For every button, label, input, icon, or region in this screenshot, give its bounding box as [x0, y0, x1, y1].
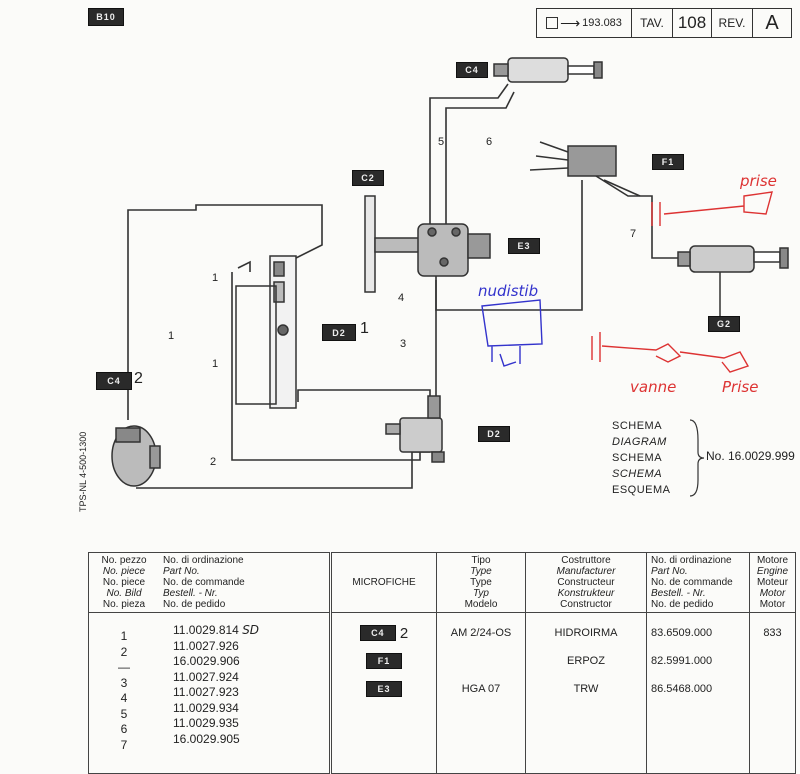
hydraulic-diagram: [111, 57, 789, 497]
pump: [399, 417, 443, 453]
rev-label: REV.: [712, 9, 753, 37]
distributor: [567, 145, 617, 177]
rev-value: A: [765, 11, 779, 34]
tag-c4-top: C4: [456, 62, 488, 78]
handwriting-sd: SD: [242, 623, 260, 637]
red-vanne-sketch: [591, 332, 750, 373]
schema-number: No. 16.0029.999: [706, 449, 795, 463]
ref-number: 193.083: [582, 17, 622, 29]
line-label-1a: 1: [212, 272, 219, 284]
line-1-outer: [127, 204, 323, 420]
line-label-4: 4: [398, 292, 405, 304]
tag-f1: F1: [652, 154, 684, 170]
schema-word-es: ESQUEMA: [612, 484, 671, 496]
ref-cell: ⟶ 193.083: [537, 9, 632, 37]
line-5: [429, 83, 509, 228]
col-microfiche-header: MICROFICHE: [330, 552, 437, 613]
schema-word-en: DIAGRAM: [612, 436, 667, 448]
line-7: [595, 175, 680, 259]
line-2: [136, 451, 430, 489]
engine-cells: 833: [763, 627, 782, 639]
corner-tag: B10: [88, 8, 124, 26]
line-3: [297, 280, 437, 403]
line-label-1b: 1: [168, 330, 175, 342]
top-cylinder: [507, 57, 569, 83]
red-prise-sketch-1: [651, 191, 773, 226]
line-4: [435, 180, 583, 311]
title-block: ⟶ 193.083 TAV. 108 REV. A: [536, 8, 792, 38]
mf-tag-e3: E3: [366, 681, 402, 697]
mf-tag-c4: C4: [359, 625, 396, 641]
tag-d2-number: 1: [360, 320, 369, 337]
tag-d2-bottom: D2: [478, 426, 510, 442]
handwriting-prise-1: prise: [740, 172, 777, 190]
arrow-icon: ⟶: [560, 14, 581, 31]
tag-c4-number: 2: [134, 370, 143, 387]
vertical-doc-code: TPS-NL 4-500-1300: [78, 431, 88, 512]
tag-c2: C2: [352, 170, 384, 186]
right-cylinder: [689, 245, 755, 273]
tag-e3: E3: [508, 238, 540, 254]
line-7b: [603, 179, 641, 197]
tag-c4-left: C4: [96, 372, 132, 390]
schema-word-fr: SCHEMA: [612, 452, 663, 464]
handwriting-vanne: vanne: [630, 378, 677, 396]
mf-tag-f1: F1: [366, 653, 402, 669]
line-label-7: 7: [630, 228, 637, 240]
tav-label: TAV.: [632, 9, 673, 37]
schema-word-it: SCHEMA: [612, 420, 663, 432]
schema-block: SCHEMA DIAGRAM SCHEMA SCHEMA ESQUEMA: [612, 418, 671, 498]
line-label-6: 6: [486, 136, 493, 148]
handwriting-nudistib: nudistib: [478, 282, 539, 300]
line-1-inner: [231, 272, 421, 461]
tag-d2: D2: [322, 324, 356, 341]
tag-g2: G2: [708, 316, 740, 332]
box-arrow-icon: [546, 17, 559, 29]
line-label-1c: 1: [212, 358, 219, 370]
blue-distributor-sketch: [481, 299, 543, 367]
line-6: [445, 91, 515, 228]
line-label-5: 5: [438, 136, 445, 148]
schema-word-de: SCHEMA: [612, 468, 663, 480]
line-1-mid: [237, 260, 251, 272]
steering-wheel: [364, 195, 376, 293]
line-label-3: 3: [400, 338, 407, 350]
handwriting-prise-2: Prise: [722, 378, 759, 396]
tav-value: 108: [673, 9, 712, 37]
line-label-2: 2: [210, 456, 217, 468]
